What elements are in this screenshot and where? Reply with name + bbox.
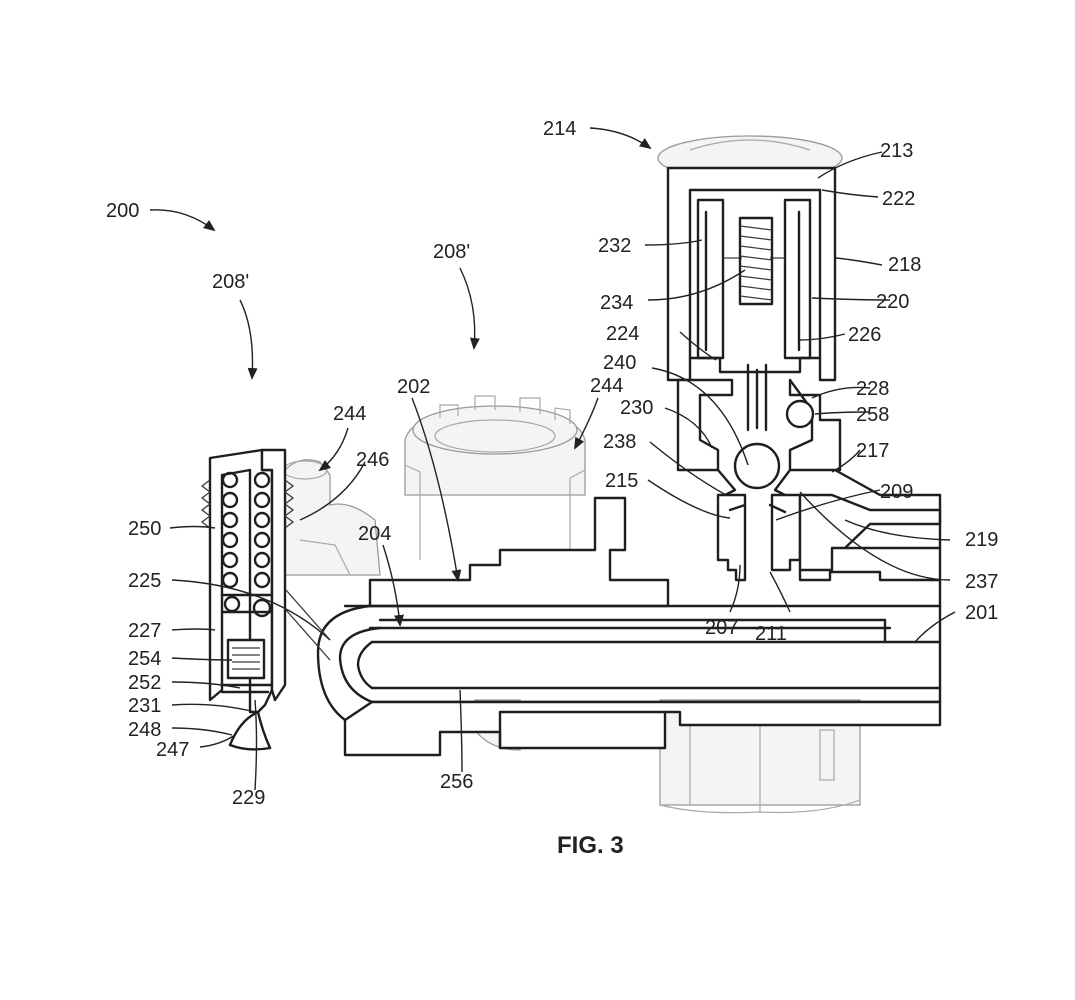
- ref-258: 258: [856, 404, 889, 426]
- ref-227: 227: [128, 620, 161, 642]
- ref-256: 256: [440, 771, 473, 793]
- ref-208-center: 208': [433, 241, 470, 263]
- ref-224: 224: [606, 323, 639, 345]
- leader-lines: [149, 127, 956, 791]
- ref-229: 229: [232, 787, 265, 809]
- left-subassembly-208: [200, 448, 331, 751]
- figure-caption: FIG. 3: [557, 832, 624, 859]
- ref-250: 250: [128, 518, 161, 540]
- ref-237: 237: [965, 571, 998, 593]
- ref-230: 230: [620, 397, 653, 419]
- ref-234: 234: [600, 292, 633, 314]
- valve-assembly-214: [666, 166, 942, 608]
- ref-240: 240: [603, 352, 636, 374]
- spring-250: [221, 471, 271, 589]
- ref-219: 219: [965, 529, 998, 551]
- ref-238: 238: [603, 431, 636, 453]
- ref-209: 209: [880, 481, 913, 503]
- ref-215: 215: [605, 470, 638, 492]
- ref-204: 204: [358, 523, 391, 545]
- ref-214: 214: [543, 118, 576, 140]
- ref-211: 211: [755, 623, 787, 645]
- ref-202: 202: [397, 376, 430, 398]
- ref-200: 200: [106, 200, 139, 222]
- ref-220: 220: [876, 291, 909, 313]
- ref-225: 225: [128, 570, 161, 592]
- ref-248: 248: [128, 719, 161, 741]
- ref-244-left: 244: [333, 403, 366, 425]
- ref-217: 217: [856, 440, 889, 462]
- ref-208-left: 208': [212, 271, 249, 293]
- ref-226: 226: [848, 324, 881, 346]
- ref-231: 231: [128, 695, 161, 717]
- ref-222: 222: [882, 188, 915, 210]
- ref-254: 254: [128, 648, 161, 670]
- ref-252: 252: [128, 672, 161, 694]
- ref-218: 218: [888, 254, 921, 276]
- ref-232: 232: [598, 235, 631, 257]
- ref-228: 228: [856, 378, 889, 400]
- ref-244-right: 244: [590, 375, 623, 397]
- reference-labels: 200 208' 208' 214 213 222 232 218 220 23…: [106, 118, 998, 809]
- ref-201: 201: [965, 602, 998, 624]
- main-body-section: [316, 496, 942, 757]
- ref-207: 207: [705, 617, 738, 639]
- ref-246: 246: [356, 449, 389, 471]
- ref-247: 247: [156, 739, 189, 761]
- ref-213: 213: [880, 140, 913, 162]
